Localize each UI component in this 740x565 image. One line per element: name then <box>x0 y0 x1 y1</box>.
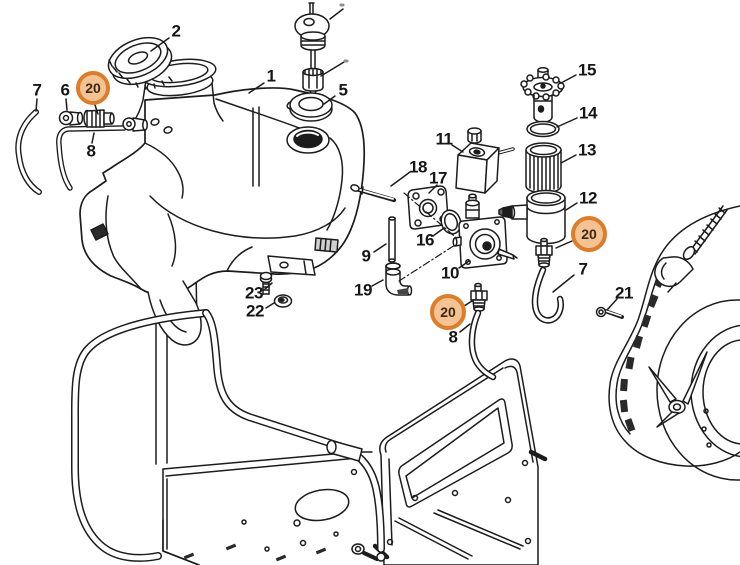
callout-part-8-center[interactable]: 8 <box>448 327 458 347</box>
callout-part-7-left[interactable]: 7 <box>32 80 42 100</box>
fitting-20-left <box>83 109 115 128</box>
callout-part-9[interactable]: 9 <box>361 246 371 266</box>
cropped-label-mark-2 <box>343 59 349 63</box>
frame-tube <box>70 309 386 565</box>
solenoid-block-11 <box>455 142 515 194</box>
tube-end-clamp <box>351 543 386 562</box>
filter-element-13 <box>525 142 562 194</box>
fan-wheel <box>648 351 708 428</box>
o-ring-14 <box>526 120 560 138</box>
filler-hole <box>286 126 330 154</box>
screw-21 <box>595 306 624 319</box>
callout-part-12[interactable]: 12 <box>579 188 597 208</box>
tank-clip <box>90 223 109 241</box>
vent-plug <box>294 2 345 98</box>
valve-stem <box>465 193 480 219</box>
base-plate <box>162 451 373 565</box>
fitting-6 <box>58 110 84 126</box>
cropped-label-mark-1 <box>339 3 345 7</box>
callout-part-21[interactable]: 21 <box>615 283 633 303</box>
callout-part-17[interactable]: 17 <box>429 168 447 188</box>
hose-7-left <box>15 109 42 195</box>
highlight-20-right[interactable]: 20 <box>571 216 607 252</box>
callout-part-13[interactable]: 13 <box>578 140 596 160</box>
callout-part-23[interactable]: 23 <box>245 283 263 303</box>
callout-part-10[interactable]: 10 <box>441 263 459 283</box>
highlight-20-center[interactable]: 20 <box>430 294 466 330</box>
washer-22 <box>273 294 293 308</box>
hose-8-center <box>468 309 497 381</box>
callout-part-1[interactable]: 1 <box>266 66 276 86</box>
tank-bracket <box>267 255 316 276</box>
hose-8-left <box>56 125 127 191</box>
tube-9 <box>388 216 396 263</box>
callout-part-19[interactable]: 19 <box>354 280 372 300</box>
callout-part-18[interactable]: 18 <box>409 157 427 177</box>
callout-part-16[interactable]: 16 <box>416 230 434 250</box>
callout-part-11[interactable]: 11 <box>435 129 453 149</box>
frame-brace <box>394 509 524 560</box>
pump-rotor-15 <box>520 67 565 123</box>
parts-cluster <box>259 67 624 381</box>
tube-sleeve <box>326 439 363 462</box>
tank-inlet-fitting <box>122 117 148 132</box>
callout-part-22[interactable]: 22 <box>246 301 264 321</box>
gasket-16 <box>440 209 462 235</box>
callout-part-8-left[interactable]: 8 <box>86 141 96 161</box>
fitting-20-center <box>470 282 488 312</box>
callout-part-7-right[interactable]: 7 <box>578 259 588 279</box>
valve-body-10 <box>452 216 518 269</box>
nut-11 <box>467 127 482 144</box>
highlight-20-left[interactable]: 20 <box>76 71 110 105</box>
assembly-axis-line <box>398 244 456 282</box>
fuel-tank <box>15 2 366 346</box>
callout-part-2[interactable]: 2 <box>171 21 181 41</box>
tank-outlet-fitting <box>314 237 339 253</box>
callout-part-15[interactable]: 15 <box>578 60 596 80</box>
backrest-panel <box>372 358 548 565</box>
filter-cup-12 <box>498 189 566 245</box>
grommet-ring <box>289 92 333 122</box>
callout-part-5[interactable]: 5 <box>338 80 348 100</box>
hose-7-right <box>531 266 565 324</box>
blower-housing <box>608 205 740 481</box>
elbow-19 <box>385 262 413 296</box>
callout-part-14[interactable]: 14 <box>579 103 597 123</box>
pin-18 <box>350 184 397 203</box>
callout-part-6[interactable]: 6 <box>60 80 70 100</box>
mounting-rod <box>654 205 728 293</box>
